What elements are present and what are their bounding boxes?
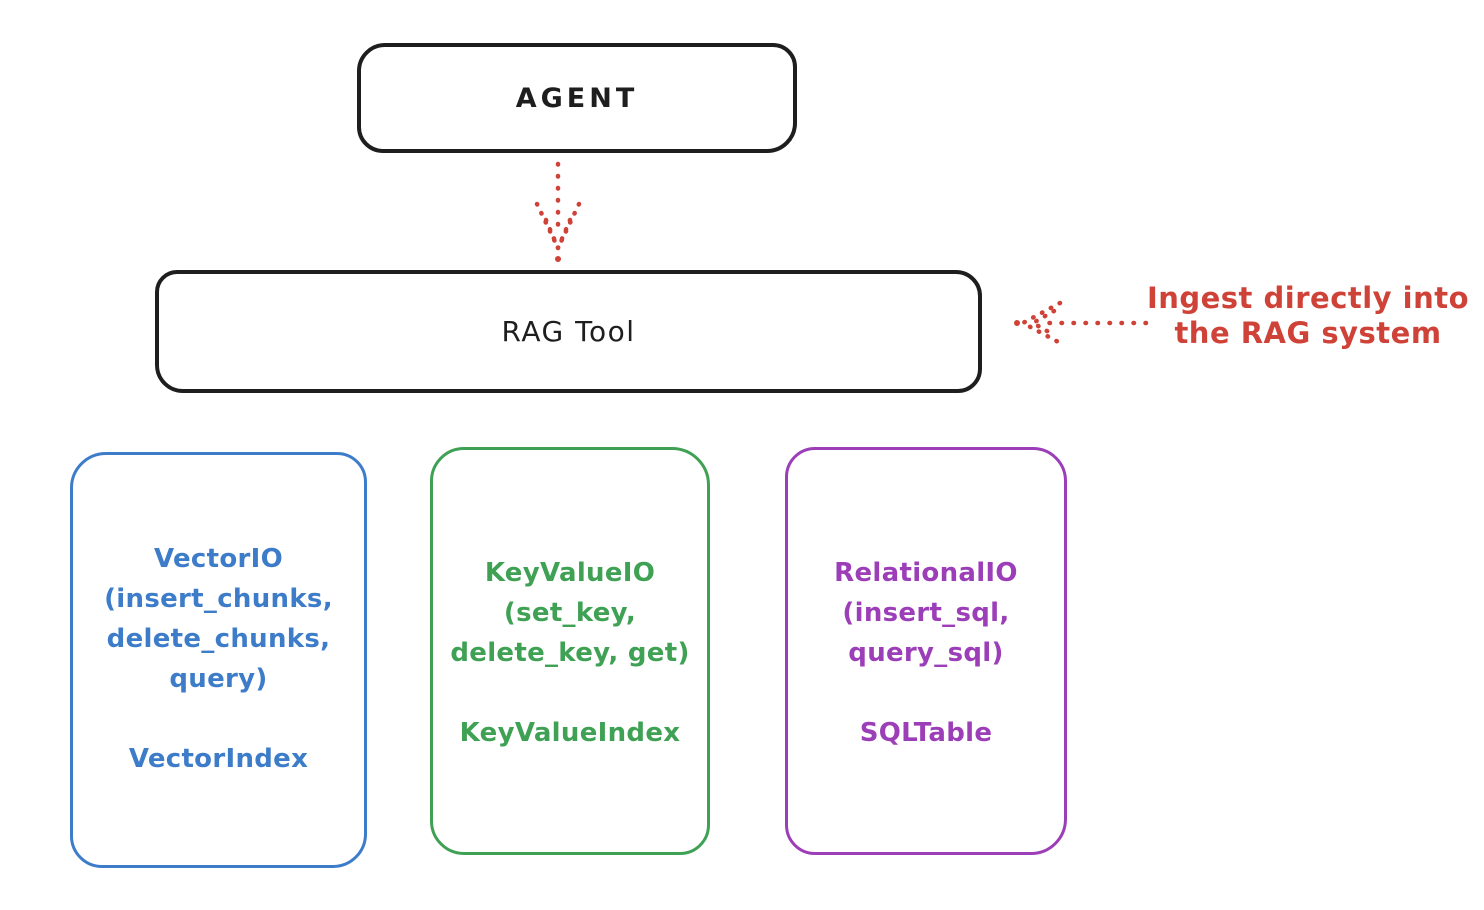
backend-method-line: delete_key, get)	[450, 638, 690, 668]
ingest-annotation-line: the RAG system	[1174, 316, 1442, 350]
backend-title: VectorIO	[153, 544, 284, 574]
backend-key-value-io: KeyValueIO (set_key, delete_key, get) Ke…	[430, 447, 710, 855]
agent-label: AGENT	[515, 82, 639, 114]
backend-method-line: query)	[169, 664, 268, 694]
backend-method-line: delete_chunks,	[106, 624, 331, 654]
backend-method-line: (insert_sql,	[842, 598, 1010, 628]
backend-method-line: query_sql)	[848, 638, 1004, 668]
backend-method-line: (insert_chunks,	[104, 584, 333, 614]
backend-vector-io: VectorIO (insert_chunks, delete_chunks, …	[70, 452, 367, 868]
backend-index-label: SQLTable	[859, 718, 993, 748]
ingest-annotation: Ingest directly into the RAG system	[1146, 281, 1470, 351]
agent-node: AGENT	[357, 43, 797, 153]
ingest-annotation-line: Ingest directly into	[1146, 281, 1470, 315]
backend-method-line: (set_key,	[503, 598, 637, 628]
ingest-arrow-icon	[1014, 300, 1149, 346]
backend-title: RelationalIO	[834, 558, 1018, 588]
rag-tool-label: RAG Tool	[501, 315, 636, 348]
backend-title: KeyValueIO	[484, 558, 656, 588]
backend-index-label: KeyValueIndex	[459, 718, 681, 748]
agent-to-ragtool-arrow-icon	[534, 161, 582, 262]
rag-tool-node: RAG Tool	[155, 270, 982, 393]
backend-relational-io: RelationalIO (insert_sql, query_sql) SQL…	[785, 447, 1067, 855]
backend-index-label: VectorIndex	[128, 744, 309, 774]
